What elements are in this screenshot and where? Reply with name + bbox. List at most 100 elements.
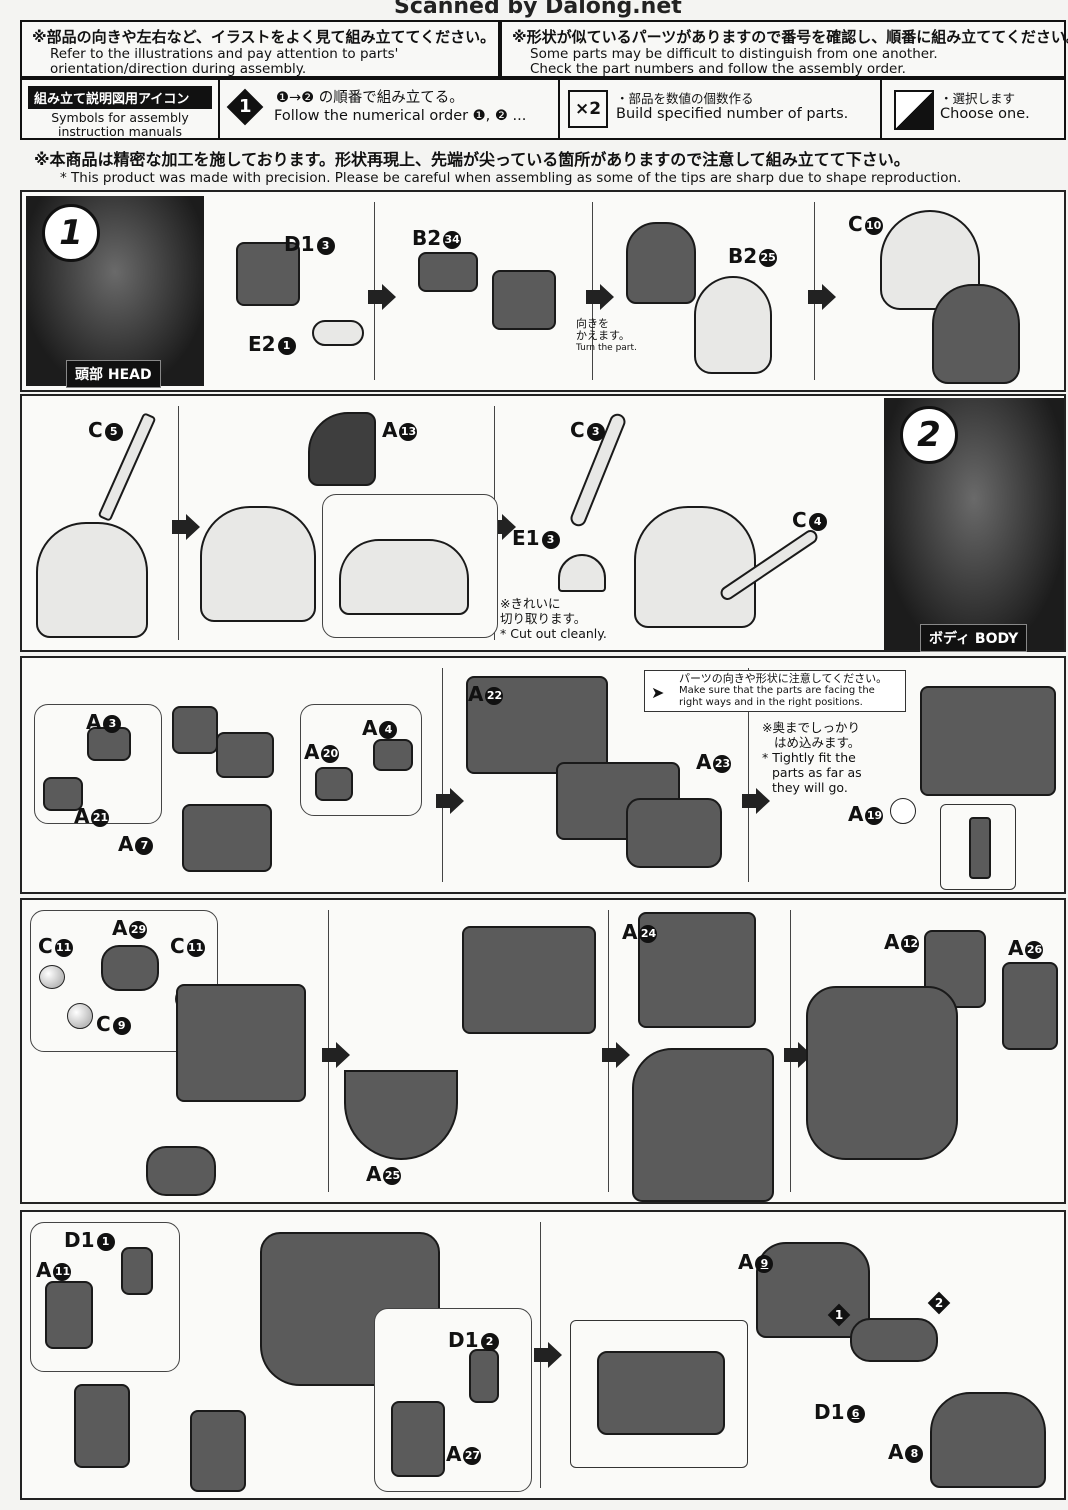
part-a-26 [1002, 962, 1058, 1050]
section-body-image: 2 ボディ BODY [884, 398, 1064, 652]
detail-box-joint [940, 804, 1016, 890]
section-number-badge: 2 [900, 406, 958, 464]
part-a-8 [930, 1392, 1046, 1488]
part-a-11 [45, 1281, 93, 1349]
part-torso-front [632, 1048, 774, 1202]
part-e2-1 [312, 320, 364, 346]
part-d1-6 [850, 1318, 938, 1362]
part-face-assembly [626, 222, 696, 304]
part-b2-34 [418, 252, 478, 292]
part-c-11-left [39, 965, 65, 989]
part-head-core [492, 270, 556, 330]
multiply-en: Build specified number of parts. [616, 106, 849, 122]
part-a-29 [101, 945, 159, 991]
symbol-legend-title: 組み立て説明図用アイコン Symbols for assembly instru… [22, 80, 220, 139]
step-arrow-icon [322, 1042, 350, 1068]
step-arrow-icon [742, 788, 770, 814]
part-head-face-2 [200, 506, 316, 622]
notice-orientation-jp: ※部品の向きや左右など、イラストをよく見て組み立ててください。 [32, 28, 496, 46]
watermark-text: Scanned by Dalong.net [394, 0, 682, 19]
part-d1-2 [469, 1349, 499, 1403]
multiply-icon: ×2 [568, 90, 608, 128]
choose-en: Choose one. [940, 106, 1030, 122]
subassembly-bubble-right-leg [374, 1308, 532, 1492]
note-cut-cleanly: ※きれいに切り取ります。* Cut out cleanly. [500, 596, 607, 641]
part-wheel-assembly [146, 1146, 216, 1196]
part-torso-complete [806, 986, 958, 1160]
arrow-marker-icon: ➤ [651, 683, 665, 702]
multiply-jp: ・部品を数値の個数作る [616, 91, 754, 106]
section-number-badge: 1 [42, 204, 100, 262]
step-2-marker: 2 [927, 1291, 951, 1315]
subassembly-bubble-right [300, 704, 422, 816]
part-a-27 [391, 1401, 445, 1477]
precision-warning-en: * This product was made with precision. … [60, 170, 962, 186]
part-a-7 [182, 804, 272, 872]
part-arm-joint-1 [172, 706, 218, 754]
step-1-marker: 1 [827, 1303, 851, 1327]
symbol-order: 1 ❶→❷ の順番で組み立てる。 Follow the numerical or… [218, 80, 560, 138]
part-d1-3 [236, 242, 300, 306]
part-c-10 [880, 210, 980, 310]
choose-jp: ・選択します [940, 91, 1016, 106]
symbol-choose: ・選択します Choose one. [880, 80, 1064, 138]
notice-orientation-en1: Refer to the illustrations and pay atten… [50, 46, 399, 62]
symbol-multiply: ×2 ・部品を数値の個数作る Build specified number of… [558, 80, 882, 138]
step-arrow-icon [172, 514, 200, 540]
section-name-body: ボディ BODY [920, 624, 1028, 652]
notice-similar-en2: Check the part numbers and follow the as… [530, 61, 906, 77]
precision-warning-jp: ※本商品は精密な加工を施しております。形状再現上、先端が尖っている箇所があります… [34, 150, 910, 169]
part-c-9 [67, 1003, 93, 1029]
symbol-legend: 組み立て説明図用アイコン Symbols for assembly instru… [20, 78, 1066, 140]
notice-orientation: ※部品の向きや左右など、イラストをよく見て組み立ててください。 Refer to… [20, 20, 500, 78]
symbol-title-en1: Symbols for assembly [51, 110, 189, 125]
part-a-25 [344, 1070, 458, 1160]
part-hip-right [190, 1410, 246, 1492]
part-e1-3 [558, 554, 606, 592]
symbol-title-jp: 組み立て説明図用アイコン [28, 86, 212, 109]
step-arrow-icon [436, 788, 464, 814]
order-jp: ❶→❷ の順番で組み立てる。 [276, 90, 464, 106]
part-torso-with-wheels [462, 926, 596, 1034]
part-b2-25 [694, 276, 772, 374]
order-en: Follow the numerical order ❶, ❷ ... [274, 108, 527, 124]
part-torso-assembled [920, 686, 1056, 796]
part-joint-detail [969, 817, 991, 879]
part-a-4 [373, 739, 413, 771]
part-a-21 [43, 777, 83, 811]
part-d1-1 [121, 1247, 153, 1295]
step-arrow-icon [808, 284, 836, 310]
notice-orientation-en2: orientation/direction during assembly. [50, 61, 307, 77]
step-arrow-icon [784, 1042, 812, 1068]
part-hip-detail [597, 1351, 725, 1435]
